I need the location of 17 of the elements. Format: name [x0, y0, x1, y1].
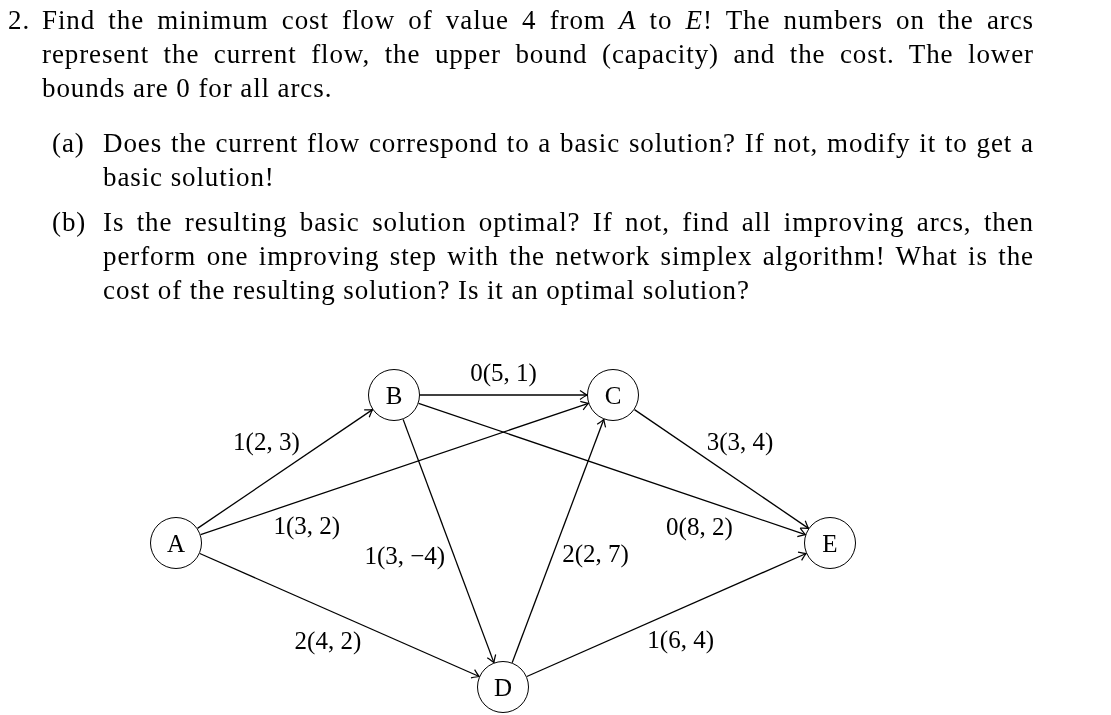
node-circle: C [587, 369, 639, 421]
node-circle: A [150, 517, 202, 569]
edge-label: 2(4, 2) [293, 628, 363, 655]
problem-number: 2. [8, 4, 32, 37]
list-marker: (a) [52, 127, 86, 160]
node-circle: B [368, 369, 420, 421]
node-circle: E [804, 517, 856, 569]
node-circle: D [477, 661, 529, 713]
edge-label: 2(2, 7) [561, 541, 630, 568]
edge-label: 0(5, 1) [469, 360, 538, 386]
question-text: Is the resulting basic solution optimal? If not, find all improving arcs, then perform one improving step with the network simplex algorithm! What is the cost of the resulting solution? Is it an optimal solution? [103, 206, 1034, 307]
edge-label: 1(3, 2) [272, 513, 342, 540]
edge-label: 1(3, −4) [363, 543, 447, 570]
problem-text: Find the minimum cost flow of value 4 from A to E! The numbers on the arcs represent the current flow, the upper bound (capacity) and the cost. The lower bounds are 0 for all arcs. [42, 4, 1034, 105]
list-marker: (b) [52, 206, 88, 239]
edge-label: 1(6, 4) [646, 627, 715, 654]
question-text: Does the current flow correspond to a basic solution? If not, modify it to get a basic solution! [103, 127, 1034, 194]
